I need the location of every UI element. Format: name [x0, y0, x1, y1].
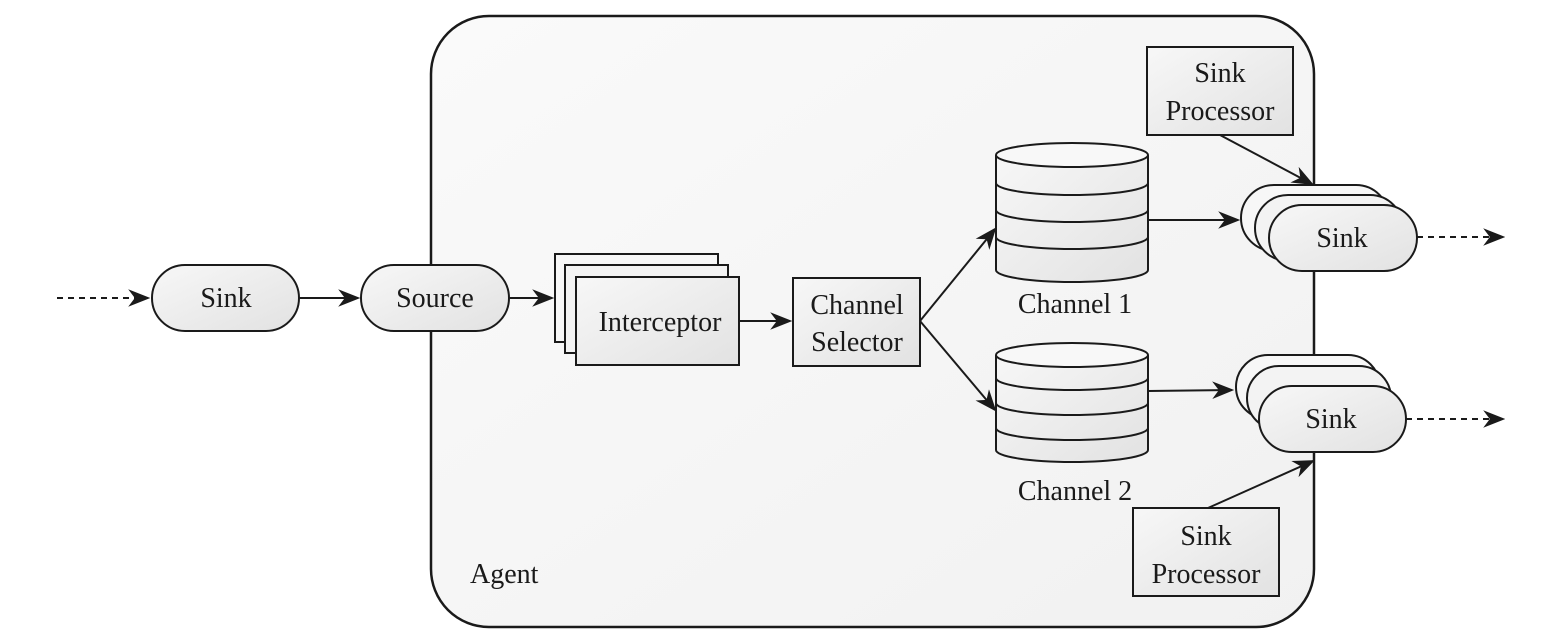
sink-processor-bottom: Sink Processor: [1132, 507, 1280, 597]
channel-selector-line1: Channel: [810, 290, 904, 321]
channel-selector-line2: Selector: [811, 327, 903, 358]
external-sink-node: Sink: [151, 264, 300, 332]
interceptor-label: Interceptor: [599, 307, 722, 338]
channel-selector-node: Channel Selector: [792, 277, 921, 367]
sink-processor-bottom-line2: Processor: [1152, 559, 1262, 590]
sink-processor-bottom-line1: Sink: [1180, 521, 1231, 552]
sink-bottom-label: Sink: [1305, 404, 1356, 435]
channel-1-cylinder: Channel 1: [995, 142, 1149, 320]
channel-2-label: Channel 2: [1018, 476, 1132, 507]
sink-stack-top: Sink: [1240, 184, 1418, 272]
source-label: Source: [396, 283, 474, 314]
sink-processor-top-line1: Sink: [1194, 58, 1245, 89]
sink-top-label: Sink: [1316, 223, 1367, 254]
processor-top-to-sink-arrow: [1219, 134, 1314, 186]
sink-processor-top-line2: Processor: [1166, 96, 1276, 127]
channel-2-cylinder: Channel 2: [995, 342, 1149, 507]
interceptor-stack: Interceptor: [554, 253, 740, 366]
sink-stack-bottom: Sink: [1235, 354, 1407, 453]
channel-1-label: Channel 1: [1018, 289, 1132, 320]
selector-to-channel1-arrow: [919, 227, 997, 322]
channel2-to-sink-arrow: [1147, 381, 1235, 400]
agent-label: Agent: [470, 559, 539, 590]
processor-bottom-to-sink-arrow: [1207, 460, 1316, 509]
selector-to-channel2-arrow: [919, 320, 997, 412]
sink-processor-top: Sink Processor: [1146, 46, 1294, 136]
source-node: Source: [360, 264, 510, 332]
external-sink-label: Sink: [200, 283, 251, 314]
